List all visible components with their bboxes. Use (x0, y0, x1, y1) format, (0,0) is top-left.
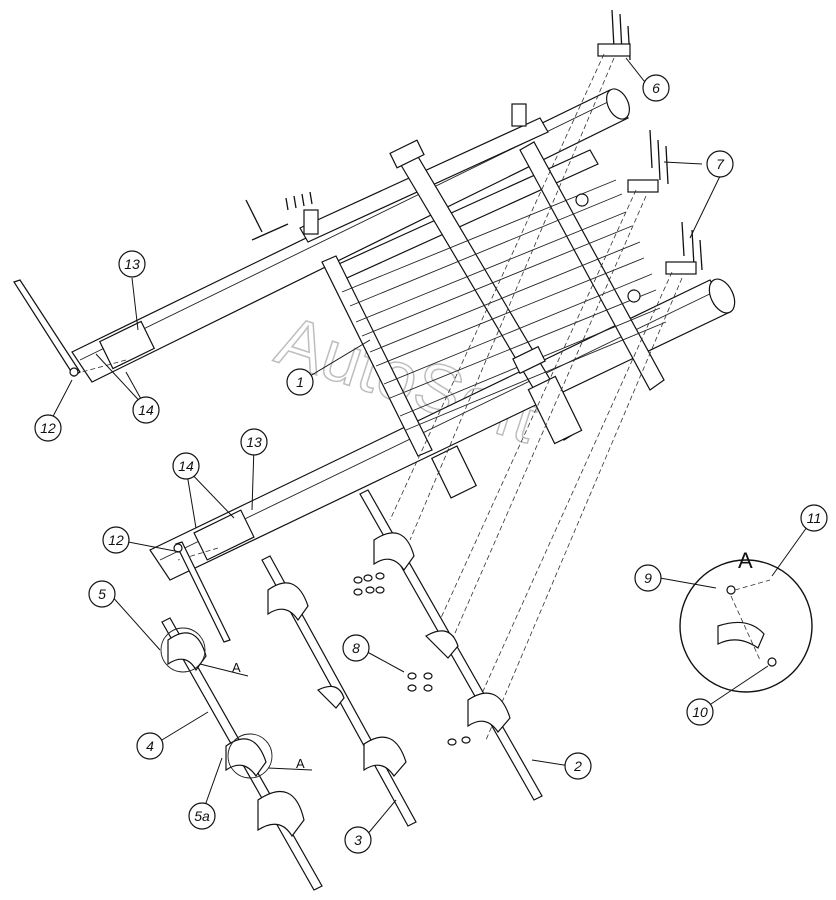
svg-text:10: 10 (692, 704, 708, 720)
svg-text:5a: 5a (194, 808, 210, 824)
svg-text:11: 11 (807, 510, 822, 526)
tine-clamps (167, 532, 511, 838)
callout-10: 10 (686, 698, 714, 726)
svg-text:1: 1 (296, 374, 304, 390)
callout-14-lower: 14 (172, 452, 200, 480)
svg-text:7: 7 (716, 156, 725, 172)
top-right-bolts (597, 9, 703, 275)
detail-references: A A (160, 627, 313, 779)
svg-text:6: 6 (652, 80, 660, 96)
detail-title: A (738, 548, 753, 573)
detail-ref-lower: A (296, 756, 305, 771)
callout-2: 2 (564, 752, 592, 780)
svg-text:14: 14 (178, 458, 194, 474)
callout-9: 9 (634, 564, 662, 592)
callout-12-upper: 12 (34, 414, 62, 442)
callout-4: 4 (136, 732, 164, 760)
svg-text:12: 12 (108, 532, 124, 548)
callout-13-lower: 13 (240, 428, 268, 456)
callout-11: 11 (800, 504, 828, 532)
svg-text:8: 8 (352, 640, 360, 656)
svg-text:13: 13 (246, 434, 262, 450)
detail-ref-upper: A (232, 660, 241, 675)
svg-text:9: 9 (644, 570, 652, 586)
callout-14-upper: 14 (132, 396, 160, 424)
frame-assembly (71, 88, 736, 581)
nuts (353, 572, 471, 746)
callout-5: 5 (88, 580, 116, 608)
svg-text:14: 14 (138, 402, 154, 418)
assembly-guides (81, 53, 683, 741)
callout-7: 7 (706, 150, 734, 178)
svg-text:4: 4 (146, 738, 154, 754)
link-rods (13, 279, 231, 643)
callout-6: 6 (642, 74, 670, 102)
callout-5a: 5a (188, 802, 216, 830)
svg-text:12: 12 (40, 420, 56, 436)
callout-3: 3 (344, 826, 372, 854)
svg-text:3: 3 (354, 832, 362, 848)
detail-view-a: A (679, 548, 813, 693)
svg-text:5: 5 (98, 586, 106, 602)
loose-bolts (245, 191, 313, 241)
callout-13-upper: 13 (118, 250, 146, 278)
callout-8: 8 (342, 634, 370, 662)
callout-12-lower: 12 (102, 526, 130, 554)
svg-text:2: 2 (573, 758, 582, 774)
callout-1: 1 (286, 368, 314, 396)
svg-text:13: 13 (124, 256, 140, 272)
